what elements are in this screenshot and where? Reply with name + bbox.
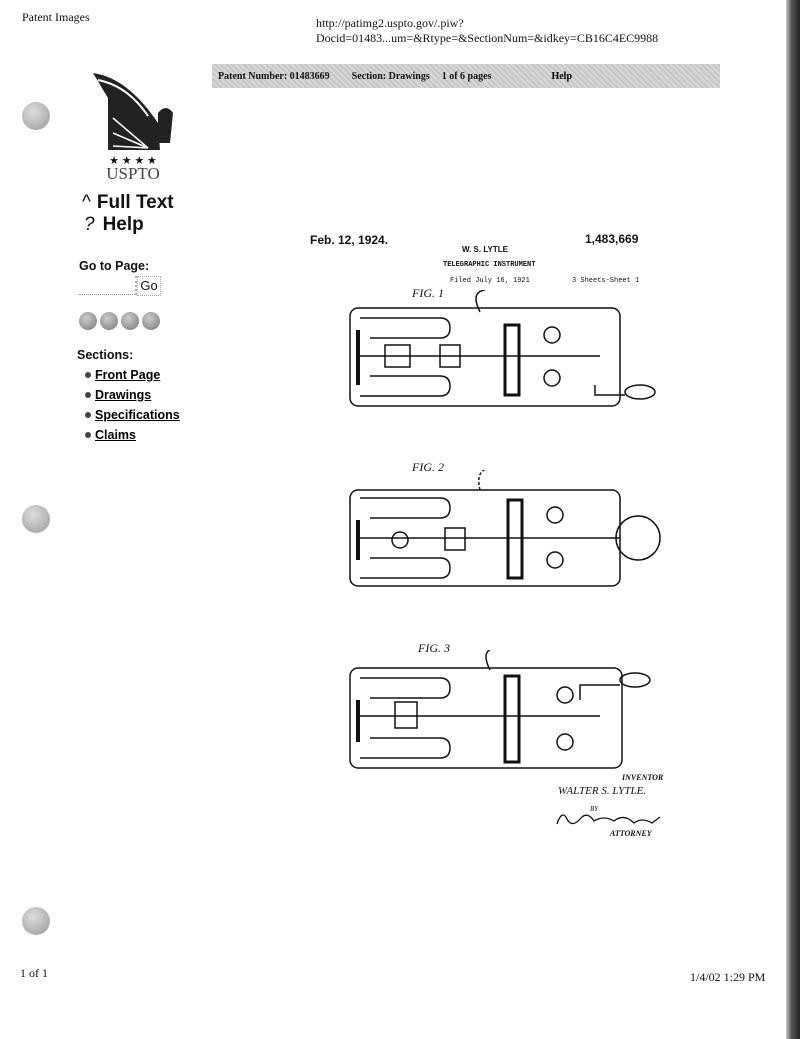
go-button[interactable]: Go (137, 276, 161, 296)
inventor-name: WALTER S. LYTLE. (558, 785, 647, 797)
attorney-signature (556, 814, 661, 825)
help-link[interactable]: Help (551, 70, 573, 82)
filed-date: Filed July 16, 1921 (450, 277, 530, 285)
previous-page-icon[interactable] (100, 312, 118, 330)
figure-2-drawing (349, 470, 661, 587)
bullet-icon (85, 431, 91, 438)
print-footer-datetime: 1/4/02 1:29 PM (690, 970, 766, 984)
sections-label: Sections: (77, 348, 134, 362)
patent-title: TELEGRAPHIC INSTRUMENT (443, 261, 536, 269)
goto-label: Go to Page: (79, 259, 150, 273)
patent-date: Feb. 12, 1924. (310, 233, 389, 247)
bullet-icon (85, 411, 91, 418)
goto-page-input[interactable] (79, 276, 137, 295)
print-header-url: http://patimg2.uspto.gov/.piw?Docid=0148… (316, 16, 659, 45)
print-header-title: Patent Images (22, 10, 90, 24)
figure-3-drawing (349, 650, 651, 769)
help-nav-link[interactable]: ?Help (84, 214, 144, 235)
section-label: Section: Drawings (351, 70, 430, 82)
page-edge (786, 0, 800, 1039)
bullet-icon (85, 371, 91, 378)
figure-1-drawing (349, 290, 656, 407)
eagle-icon (93, 73, 173, 150)
section-specifications[interactable]: Specifications (95, 408, 180, 422)
full-text-link[interactable]: ^Full Text (82, 192, 174, 213)
first-page-icon[interactable] (79, 312, 97, 330)
fig-1-label: FIG. 1 (412, 286, 444, 300)
patent-number-printed: 1,483,669 (585, 232, 639, 246)
caret-up-icon: ^ (82, 192, 91, 213)
next-page-icon[interactable] (121, 312, 139, 330)
punch-hole (22, 102, 50, 130)
question-icon: ? (84, 214, 95, 235)
sheets: 3 Sheets-Sheet 1 (572, 277, 640, 285)
inventor-label: INVENTOR (622, 773, 664, 782)
fig-3-label: FIG. 3 (418, 641, 450, 655)
bullet-icon (85, 391, 91, 398)
fig-2-label: FIG. 2 (412, 460, 444, 474)
section-claims[interactable]: Claims (95, 428, 136, 442)
patent-toolbar: Patent Number: 01483669 Section: Drawing… (212, 64, 720, 88)
punch-hole (22, 907, 50, 935)
inventor-header: W. S. LYTLE (462, 245, 508, 254)
punch-hole (22, 505, 50, 533)
patent-number: Patent Number: 01483669 (218, 70, 330, 82)
last-page-icon[interactable] (142, 312, 160, 330)
page-count: 1 of 6 pages (441, 70, 492, 82)
by-label: BY (590, 805, 599, 813)
page-nav-buttons (79, 312, 163, 335)
section-front-page[interactable]: Front Page (95, 368, 161, 382)
attorney-label: ATTORNEY (610, 829, 652, 838)
sections-list: Front Page Drawings Specifications Claim… (85, 366, 180, 446)
print-footer-page: 1 of 1 (20, 966, 48, 980)
uspto-logo[interactable]: ★ ★ ★ ★ USPTO (88, 68, 178, 182)
section-drawings[interactable]: Drawings (95, 388, 152, 402)
